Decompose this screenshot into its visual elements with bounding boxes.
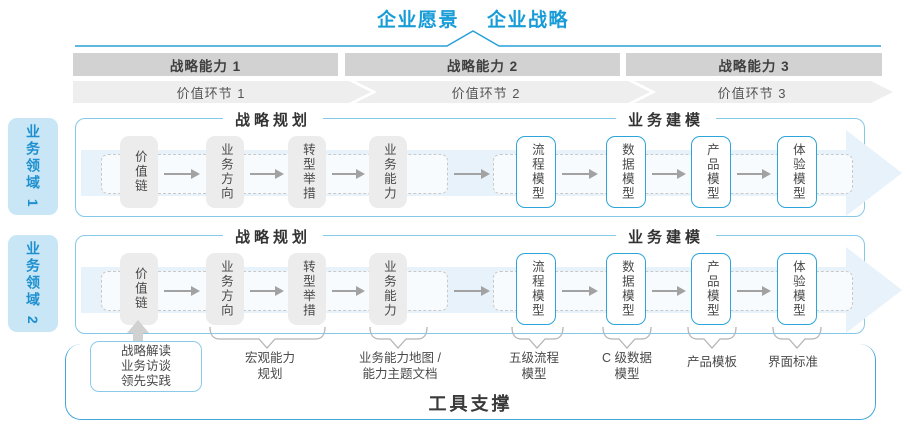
sources-line: 业务访谈: [120, 359, 171, 373]
flow-box-business-capability: 业务能力: [369, 253, 407, 325]
planning-section-title: 战略规划: [222, 226, 324, 247]
flow-box-product-model: 产品模型: [691, 136, 731, 208]
flow-arrow-icon: [652, 285, 686, 296]
domain-tab-1: 业务领域 1: [8, 118, 58, 215]
domain-tab-label: 业务领域 1: [25, 123, 41, 210]
value-link-label-3: 价值环节 3: [717, 85, 787, 101]
flow-arrow-icon: [454, 285, 490, 296]
capability-bar-3: 战略能力 3: [626, 53, 882, 76]
capability-bar-2: 战略能力 2: [345, 53, 620, 76]
page-title: 企业愿景 企业战略: [377, 5, 569, 32]
annotation-data-model: C 级数据 模型: [601, 351, 653, 381]
flow-box-data-model: 数据模型: [606, 136, 646, 208]
flow-box-value-chain: 价值链: [120, 253, 158, 325]
tool-support-title: 工具支撑: [428, 394, 513, 414]
flow-arrow-icon: [652, 168, 686, 179]
title-pointer-line: [75, 30, 881, 47]
flow-arrow-icon: [454, 168, 490, 179]
domain-2-flow-band: 战略规划 业务建模 价值链 业务方向 转型举措 业务能力 流程模型 数据模型 产…: [75, 226, 902, 334]
annotation-ui-standard: 界面标准: [767, 355, 819, 369]
annotation-macro-capability: 宏观能力 规划: [244, 351, 296, 381]
flow-arrow-icon: [562, 285, 598, 296]
annotation-product-template: 产品模板: [686, 355, 738, 369]
strategy-title: 企业战略: [487, 10, 570, 31]
flow-arrow-icon: [164, 168, 200, 179]
flow-box-product-model: 产品模型: [691, 253, 731, 325]
domain-tab-2: 业务领域 2: [8, 235, 58, 332]
flow-arrow-icon: [562, 168, 598, 179]
flow-box-process-model: 流程模型: [516, 136, 556, 208]
flow-arrow-icon: [332, 285, 365, 296]
flow-arrow-icon: [164, 285, 200, 296]
flow-arrow-icon: [250, 168, 284, 179]
strategy-sources-box: 战略解读 业务访谈 领先实践: [90, 341, 202, 392]
value-link-label-1: 价值环节 1: [176, 85, 246, 101]
domain-1-flow-band: 战略规划 业务建模 价值链 业务方向 转型举措 业务能力 流程模型 数据模型 产…: [75, 109, 902, 217]
sources-line: 领先实践: [120, 374, 171, 388]
flow-box-experience-model: 体验模型: [777, 253, 817, 325]
annotation-capability-map: 业务能力地图 / 能力主题文档: [359, 351, 441, 381]
modeling-section-title: 业务建模: [615, 109, 717, 130]
flow-box-data-model: 数据模型: [606, 253, 646, 325]
vision-title: 企业愿景: [376, 10, 459, 31]
planning-section-title: 战略规划: [222, 109, 324, 130]
flow-arrow-icon: [250, 285, 284, 296]
domain-tab-label: 业务领域 2: [25, 240, 41, 327]
flow-arrow-icon: [332, 168, 365, 179]
flow-box-business-direction: 业务方向: [206, 136, 244, 208]
modeling-section-title: 业务建模: [615, 226, 717, 247]
value-link-label-2: 价值环节 2: [451, 85, 521, 101]
sources-line: 战略解读: [120, 344, 171, 358]
capability-bar-1: 战略能力 1: [73, 53, 338, 76]
flow-box-transformation-initiatives: 转型举措: [288, 253, 326, 325]
flow-box-value-chain: 价值链: [120, 136, 158, 208]
flow-box-business-direction: 业务方向: [206, 253, 244, 325]
tool-support-container: 工具支撑: [65, 344, 876, 420]
flow-arrow-icon: [737, 285, 771, 296]
flow-arrow-icon: [737, 168, 771, 179]
annotation-process-model: 五级流程 模型: [508, 351, 560, 381]
flow-box-process-model: 流程模型: [516, 253, 556, 325]
flow-box-experience-model: 体验模型: [777, 136, 817, 208]
flow-box-transformation-initiatives: 转型举措: [288, 136, 326, 208]
flow-box-business-capability: 业务能力: [369, 136, 407, 208]
